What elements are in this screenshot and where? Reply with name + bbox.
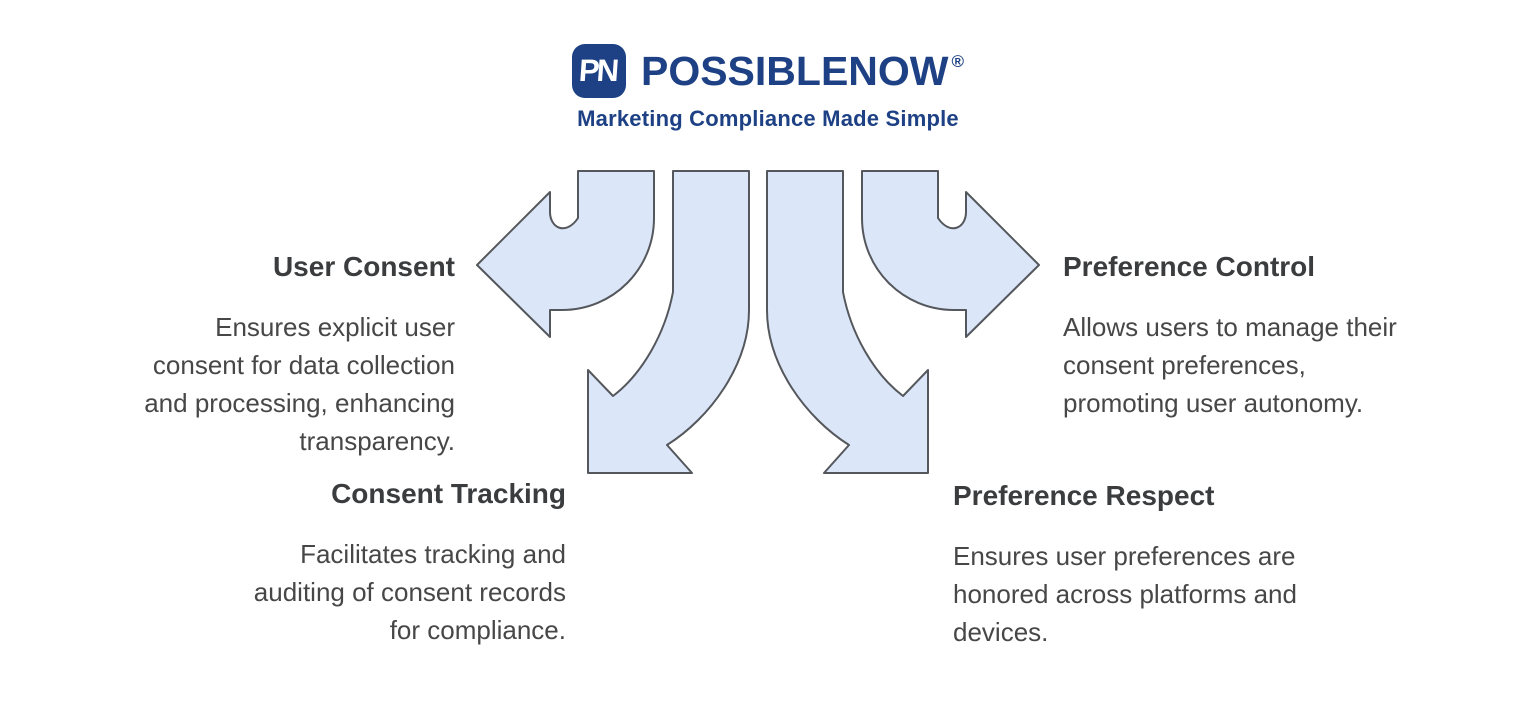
item-preference-control: Preference Control Allows users to manag… (1063, 250, 1397, 422)
arrow-user-consent-icon (476, 170, 655, 338)
brand-wordmark-text: POSSIBLENOW (640, 47, 949, 94)
item-title: User Consent (272, 251, 455, 282)
item-consent-tracking: Consent Tracking Facilitates tracking an… (254, 477, 566, 649)
arrows-graphic (476, 170, 1040, 474)
arrow-preference-control-icon (861, 170, 1040, 338)
brand-icon: PN (571, 44, 626, 98)
arrow-preference-respect-icon (766, 170, 929, 474)
item-title: Consent Tracking (331, 478, 566, 509)
item-preference-respect: Preference Respect Ensures user preferen… (953, 479, 1297, 651)
brand-logo: PN POSSIBLENOW® Marketing Compliance Mad… (0, 44, 1536, 132)
brand-logo-row: PN POSSIBLENOW® (571, 44, 964, 98)
arrow-consent-tracking-icon (587, 170, 750, 474)
brand-tagline: Marketing Compliance Made Simple (577, 106, 959, 131)
item-title: Preference Respect (953, 480, 1215, 511)
brand-wordmark: POSSIBLENOW® (641, 48, 964, 95)
registered-mark: ® (951, 51, 965, 71)
brand-monogram: PN (577, 53, 618, 88)
item-title: Preference Control (1063, 251, 1316, 282)
